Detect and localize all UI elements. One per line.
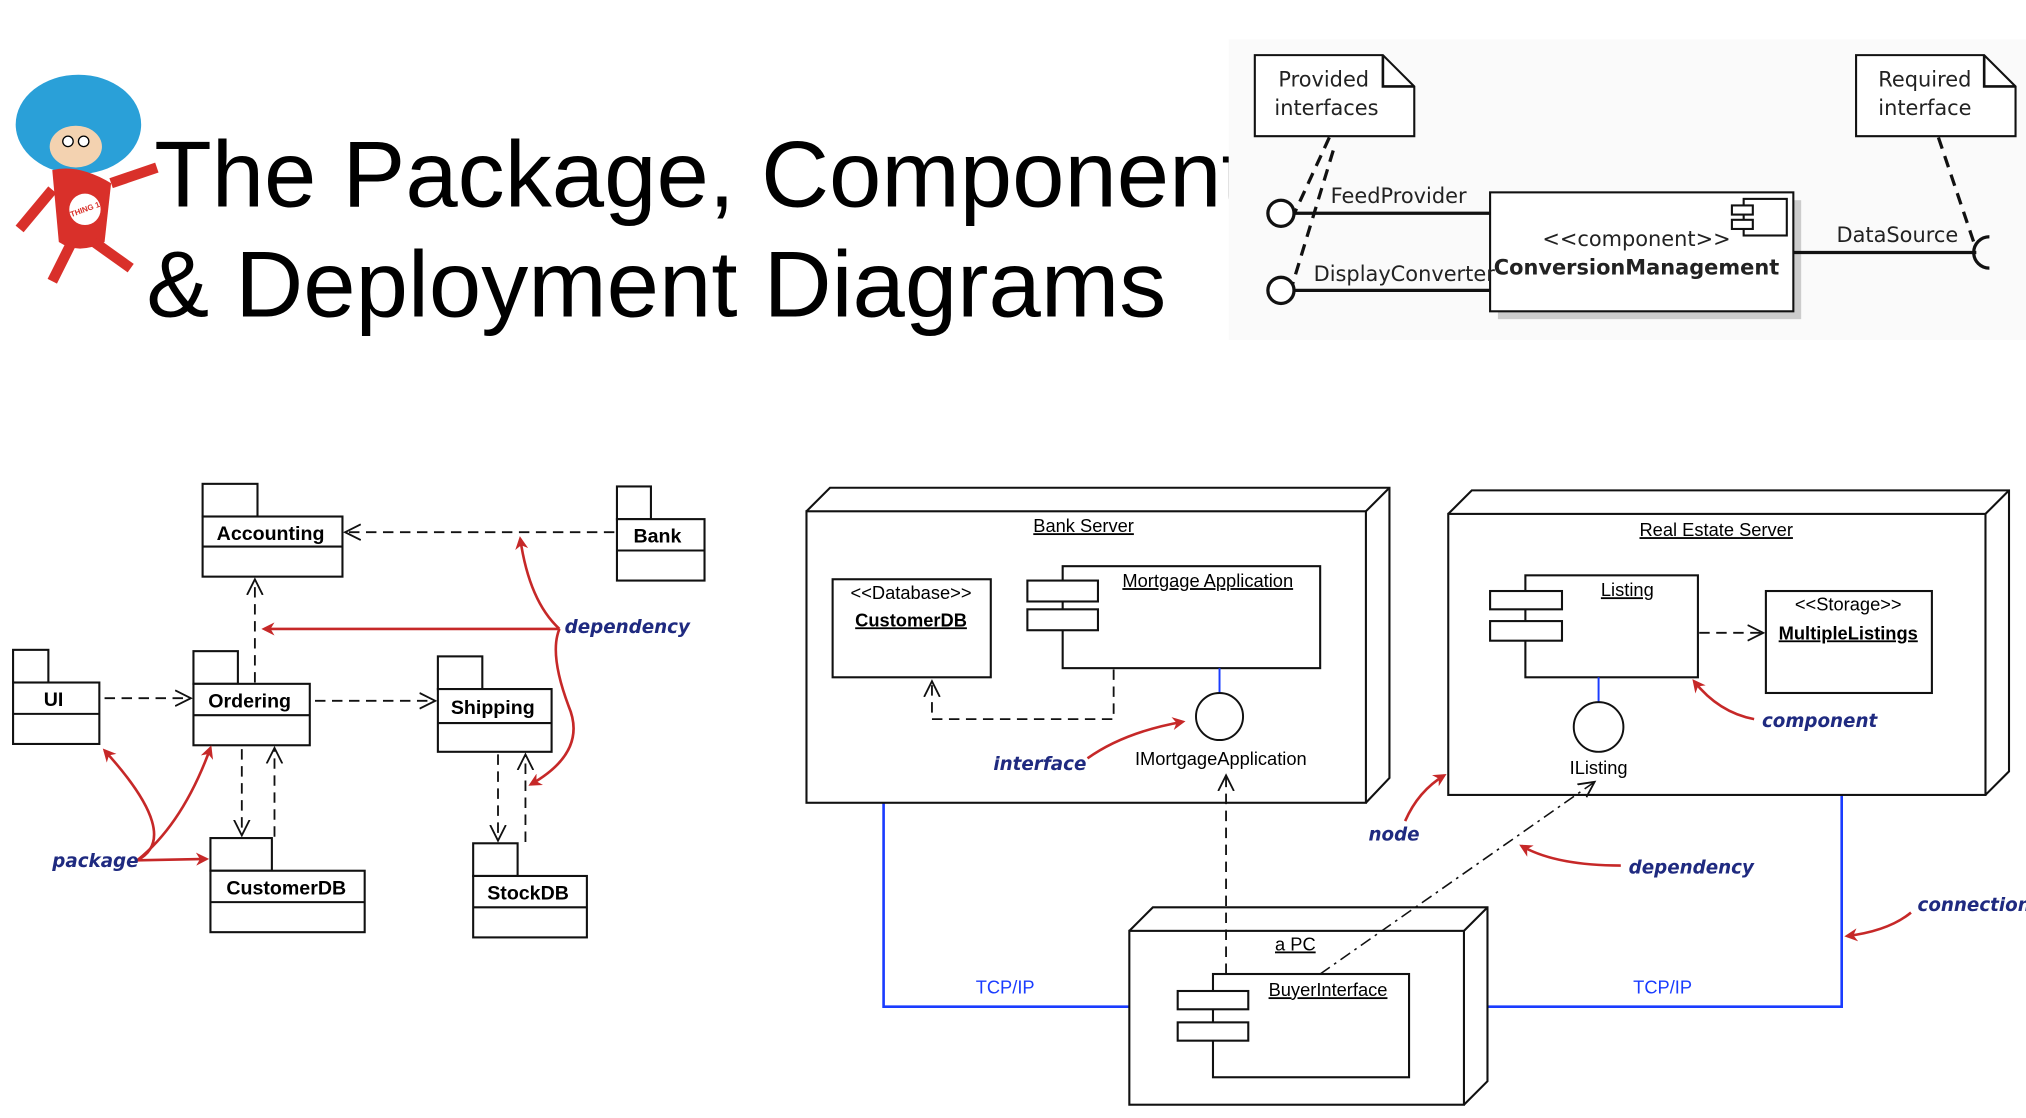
connection-realestate-pc: TCP/IP	[1487, 794, 1844, 1008]
component-icon	[1730, 197, 1788, 237]
package-accounting: Accounting	[201, 482, 344, 578]
lollipop-icon	[1266, 275, 1296, 306]
interface-lollipop-icon	[1572, 701, 1625, 753]
svg-text:TCP/IP: TCP/IP	[976, 977, 1035, 998]
lollipop-icon	[1266, 198, 1296, 228]
thing-one-mascot-icon: THING 1	[15, 74, 159, 284]
provided-interface-feedprovider: FeedProvider	[1266, 184, 1491, 228]
svg-text:Bank Server: Bank Server	[1033, 515, 1134, 536]
deployment-diagram: TCP/IP TCP/IP Bank Server <<Database>> C…	[805, 486, 2026, 1106]
node-bank-server: Bank Server <<Database>> CustomerDB Mort…	[805, 486, 1391, 804]
svg-text:BuyerInterface: BuyerInterface	[1269, 979, 1388, 1000]
svg-text:interface: interface	[993, 754, 1086, 775]
svg-text:Real Estate Server: Real Estate Server	[1639, 519, 1792, 540]
svg-text:dependency: dependency	[565, 617, 691, 638]
package-dependencies	[104, 532, 615, 842]
svg-text:DisplayConverter: DisplayConverter	[1314, 262, 1496, 286]
annotation-package: package	[51, 745, 214, 872]
component-mortgage-application: Mortgage Application	[1026, 565, 1322, 670]
svg-text:Accounting: Accounting	[217, 523, 325, 545]
svg-text:MultipleListings: MultipleListings	[1779, 622, 1918, 643]
svg-text:Provided: Provided	[1278, 67, 1369, 91]
socket-icon	[1972, 235, 1990, 270]
svg-text:CustomerDB: CustomerDB	[226, 877, 346, 899]
note-provided-interfaces: Provided interfaces	[1253, 54, 1416, 138]
svg-text:<<Database>>: <<Database>>	[851, 582, 972, 603]
package-stockdb: StockDB	[472, 842, 588, 939]
node-real-estate-server: Real Estate Server Listing <<Storage>> M…	[1447, 489, 2011, 796]
svg-text:DataSource: DataSource	[1836, 223, 1958, 247]
svg-text:Mortgage Application: Mortgage Application	[1122, 570, 1293, 591]
svg-text:UI: UI	[44, 689, 64, 711]
svg-text:component: component	[1762, 711, 1879, 732]
svg-text:Bank: Bank	[634, 526, 682, 548]
interface-ilisting: IListing	[1570, 677, 1628, 778]
svg-text:interfaces: interfaces	[1274, 96, 1378, 120]
annotation-dependency: dependency	[261, 536, 691, 786]
provided-interface-displayconverter: DisplayConverter	[1266, 262, 1496, 306]
note-required-interface: Required interface	[1855, 54, 2017, 138]
annotation-connection: connection	[1844, 895, 2026, 942]
svg-text:connection: connection	[1918, 895, 2026, 916]
package-ordering: Ordering	[192, 650, 311, 747]
svg-text:FeedProvider: FeedProvider	[1331, 184, 1467, 208]
storage-multiplelistings: <<Storage>> MultipleListings	[1764, 589, 1933, 695]
component-diagram: Provided interfaces Required interface <…	[1228, 39, 2026, 341]
dependency-buyer-listing	[1319, 782, 1594, 975]
svg-text:interface: interface	[1878, 96, 1971, 120]
svg-text:Ordering: Ordering	[208, 690, 291, 712]
component-buyerinterface: BuyerInterface	[1176, 972, 1411, 1079]
svg-text:<<Storage>>: <<Storage>>	[1795, 594, 1902, 615]
package-ui: UI	[12, 648, 101, 745]
required-interface-datasource: DataSource	[1793, 223, 1990, 270]
component-listing: Listing	[1489, 574, 1699, 679]
annotation-node: node	[1369, 773, 1447, 846]
interface-imortgageapplication: IMortgageApplication	[1135, 668, 1307, 769]
svg-text:Shipping: Shipping	[451, 697, 535, 719]
connection-bank-pc: TCP/IP	[882, 802, 1130, 1008]
svg-text:StockDB: StockDB	[487, 882, 569, 904]
component-stereotype: <<component>>	[1542, 227, 1730, 251]
slide-title: The Package, Component & Deployment Diag…	[146, 122, 1247, 337]
annotation-interface: interface	[993, 717, 1186, 775]
svg-text:a PC: a PC	[1275, 933, 1316, 954]
svg-text:CustomerDB: CustomerDB	[855, 609, 967, 630]
svg-text:TCP/IP: TCP/IP	[1633, 977, 1692, 998]
component-name: ConversionManagement	[1494, 256, 1779, 280]
svg-text:IListing: IListing	[1570, 757, 1628, 778]
svg-text:node: node	[1369, 825, 1420, 846]
svg-text:Listing: Listing	[1601, 579, 1654, 600]
annotation-dependency-deployment: dependency	[1519, 844, 1755, 878]
svg-text:Required: Required	[1878, 67, 1971, 91]
svg-text:dependency: dependency	[1629, 857, 1755, 878]
svg-text:IMortgageApplication: IMortgageApplication	[1135, 748, 1307, 769]
package-bank: Bank	[615, 485, 706, 582]
interface-lollipop-icon	[1195, 691, 1245, 742]
package-diagram: Accounting Bank UI Ordering Shipping Cus…	[12, 482, 706, 939]
annotation-component: component	[1692, 679, 1879, 732]
title-line-1: The Package, Component	[154, 122, 1247, 227]
svg-text:package: package	[51, 851, 138, 872]
package-customerdb: CustomerDB	[209, 837, 366, 934]
title-line-2: & Deployment Diagrams	[146, 232, 1166, 337]
database-customerdb: <<Database>> CustomerDB	[831, 578, 992, 679]
package-shipping: Shipping	[436, 655, 553, 753]
node-a-pc: a PC BuyerInterface	[1128, 906, 1489, 1106]
